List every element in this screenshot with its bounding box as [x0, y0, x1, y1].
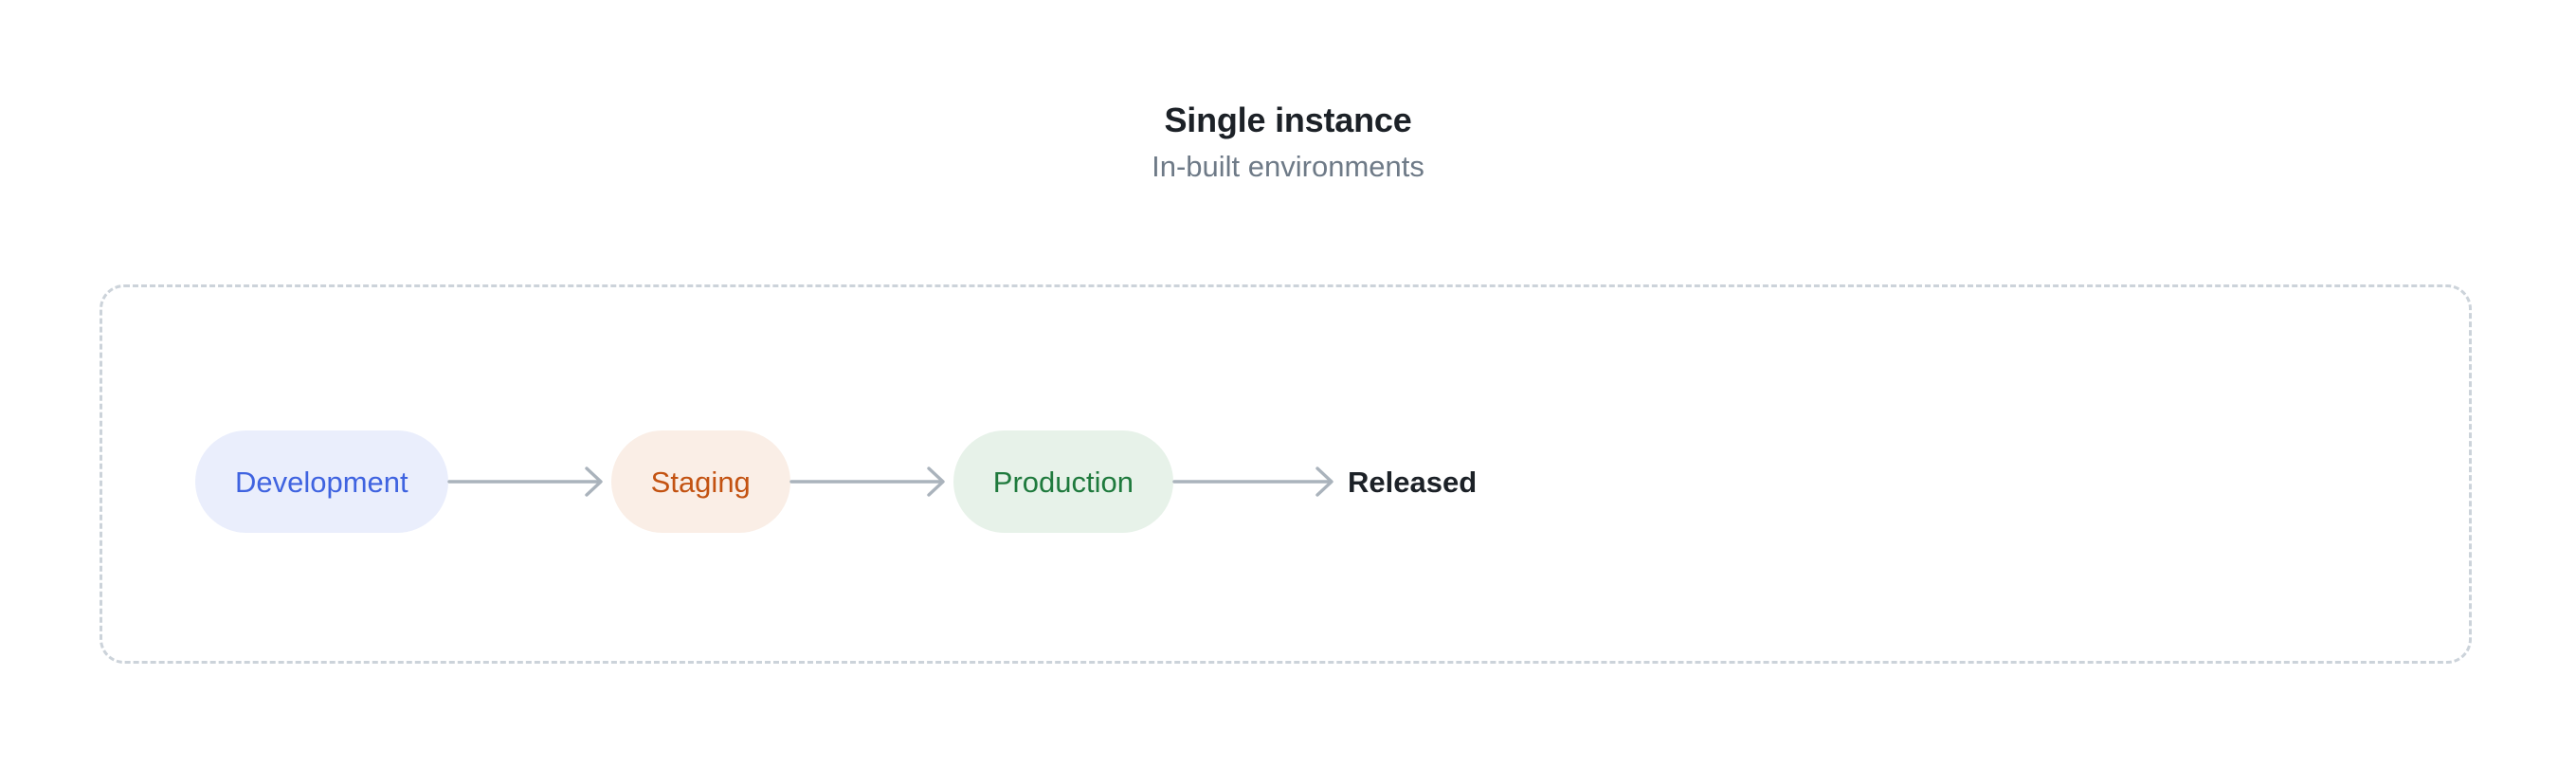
environment-pipeline-row: Development Staging [102, 430, 2475, 534]
arrow-right-icon [446, 466, 603, 497]
stage-label-released: Released [1342, 430, 1477, 533]
arrow-connector-1 [446, 463, 611, 501]
stage-chip-production[interactable]: Production [952, 430, 1174, 533]
stage-chip-development[interactable]: Development [195, 430, 448, 533]
arrow-connector-3 [1172, 463, 1342, 501]
environment-pipeline-container: Development Staging [100, 284, 2472, 664]
arrow-right-icon [789, 466, 945, 497]
arrow-right-icon [1172, 466, 1333, 497]
stage-label: Released [1348, 465, 1478, 499]
arrow-connector-2 [789, 463, 953, 501]
stage-label: Production [992, 465, 1134, 499]
stage-label: Development [235, 465, 408, 499]
stage-label: Staging [650, 465, 751, 499]
stage-chip-staging[interactable]: Staging [610, 430, 790, 533]
page-subtitle: In-built environments [1152, 150, 1424, 183]
page-title: Single instance [1164, 101, 1412, 139]
diagram-header: Single instance In-built environments [0, 99, 2576, 188]
